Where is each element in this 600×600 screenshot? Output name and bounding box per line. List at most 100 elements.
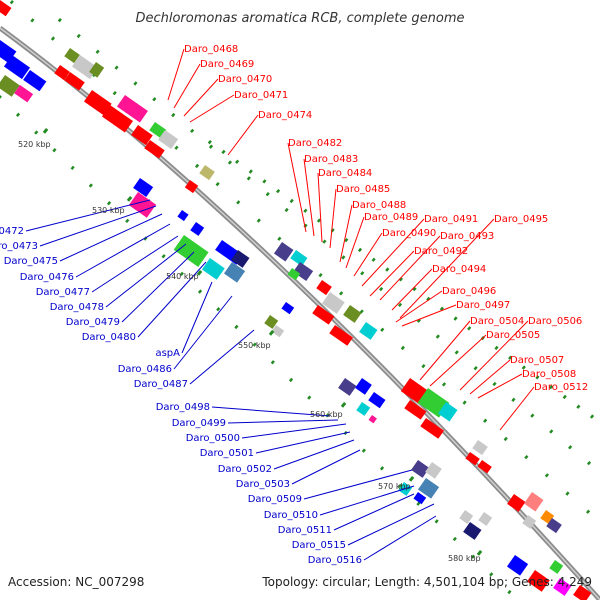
tick-dash xyxy=(412,287,417,292)
gene-feature xyxy=(201,258,225,280)
tick-dash xyxy=(521,365,526,370)
tick-dash xyxy=(76,33,81,39)
gene-label: Daro_0475 xyxy=(4,256,58,267)
map-title: Dechloromonas aromatica RCB, complete ge… xyxy=(135,11,464,26)
leader-line xyxy=(395,290,443,323)
tick-dash xyxy=(371,257,376,262)
tick-dash xyxy=(171,112,176,118)
gene-label: Daro_0473 xyxy=(0,241,38,252)
tick-dash xyxy=(435,334,440,339)
gene-feature xyxy=(355,378,372,395)
tick-dash xyxy=(361,448,366,453)
gene-label: Daro_0488 xyxy=(352,200,406,211)
gene-feature xyxy=(54,65,70,81)
gene-feature xyxy=(281,302,295,315)
tick-dash xyxy=(470,554,476,559)
leader-line xyxy=(329,188,337,249)
gene-label: Daro_0468 xyxy=(184,44,238,55)
kbp-tick xyxy=(196,270,203,276)
tick-dash xyxy=(95,49,100,54)
gene-feature xyxy=(506,555,529,576)
tick-dash xyxy=(325,413,330,418)
accession-text: Accession: NC_007298 xyxy=(8,575,144,589)
gene-label: Daro_0512 xyxy=(534,382,588,393)
tick-dash xyxy=(508,355,513,360)
gene-feature xyxy=(0,0,12,17)
gene-feature xyxy=(478,512,493,526)
tick-dash xyxy=(190,128,195,134)
kbp-label: 560 kbp xyxy=(310,410,343,419)
gene-label: Daro_0479 xyxy=(66,317,120,328)
kbp-tick xyxy=(42,128,49,134)
kbp-tick xyxy=(340,401,347,408)
gene-feature xyxy=(549,560,564,574)
gene-label: Daro_0494 xyxy=(432,264,486,275)
tick-dash xyxy=(549,385,554,390)
leader-line xyxy=(91,235,179,293)
tick-dash xyxy=(248,169,253,174)
leader-line xyxy=(287,142,307,233)
tick-dash xyxy=(289,198,294,204)
leader-line xyxy=(333,493,415,531)
tick-dash xyxy=(439,306,444,311)
kbp-tick xyxy=(408,475,415,482)
gene-label: Daro_0495 xyxy=(494,214,548,225)
leader-line xyxy=(499,386,535,431)
gene-feature xyxy=(526,570,550,592)
tick-dash xyxy=(344,238,349,243)
tick-dash xyxy=(50,36,56,41)
gene-label: Daro_0511 xyxy=(278,525,332,536)
gene-label: Daro_0502 xyxy=(218,464,272,475)
leader-line xyxy=(303,469,413,500)
leader-line xyxy=(477,373,523,399)
gene-label: Daro_0493 xyxy=(440,231,494,242)
gene-feature xyxy=(413,492,427,505)
tick-dash xyxy=(544,473,549,478)
tick-dash xyxy=(316,218,322,223)
gene-label: Daro_0498 xyxy=(156,402,210,413)
leader-line xyxy=(391,268,433,311)
gene-feature xyxy=(359,321,378,340)
tick-dash xyxy=(492,381,497,387)
gene-label: Daro_0504 xyxy=(470,316,524,327)
tick-dash xyxy=(227,160,233,165)
gene-feature xyxy=(271,325,285,338)
gene-label: Daro_0500 xyxy=(186,433,240,444)
gene-feature xyxy=(477,459,492,474)
tick-dash xyxy=(235,159,240,164)
leader-line xyxy=(173,295,233,370)
tick-dash xyxy=(397,302,403,308)
gene-label: Daro_0490 xyxy=(382,228,436,239)
leader-line xyxy=(59,213,163,262)
tick-dash xyxy=(416,318,422,323)
tick-dash xyxy=(152,97,157,102)
gene-feature xyxy=(338,378,357,396)
tick-dash xyxy=(252,342,257,347)
tick-dash xyxy=(52,148,57,153)
leader-line xyxy=(273,439,355,470)
tick-dash xyxy=(549,429,554,434)
tick-dash xyxy=(503,436,508,442)
gene-feature xyxy=(343,305,362,323)
gene-feature xyxy=(131,125,153,146)
tick-dash xyxy=(576,404,581,409)
gene-feature xyxy=(400,378,429,404)
kbp-label: 580 kbp xyxy=(448,554,481,563)
tick-dash xyxy=(161,254,166,259)
kbp-tick xyxy=(268,329,275,336)
gene-label: Daro_0509 xyxy=(248,494,302,505)
gene-feature xyxy=(472,439,488,456)
tick-dash xyxy=(88,183,93,188)
tick-dash xyxy=(256,218,261,223)
leader-line xyxy=(211,406,331,417)
gene-label: Daro_0486 xyxy=(118,364,172,375)
gene-feature xyxy=(3,55,31,80)
gene-feature xyxy=(437,401,458,422)
leader-line xyxy=(121,251,195,323)
gene-feature xyxy=(199,165,215,181)
tick-dash xyxy=(398,277,404,282)
leader-line xyxy=(291,449,361,485)
gene-label: Daro_0469 xyxy=(200,59,254,70)
leader-line xyxy=(399,218,495,319)
